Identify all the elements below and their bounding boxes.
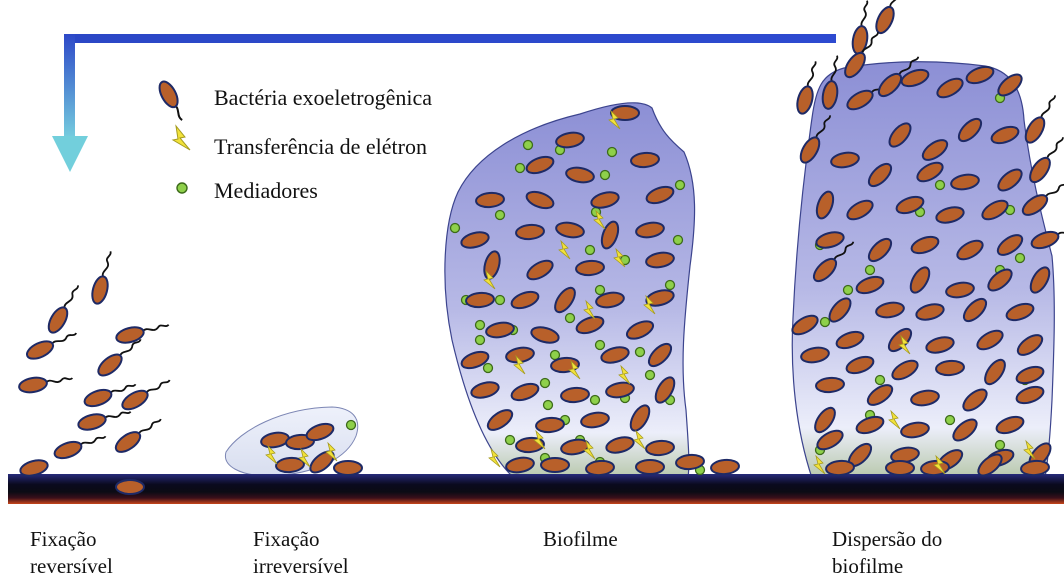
mediator <box>821 318 830 327</box>
bacterium <box>52 430 108 462</box>
legend-bacteria-label: Bactéria exoeletrogênica <box>214 85 432 111</box>
bacterium <box>636 460 664 474</box>
legend-electron-label: Transferência de elétron <box>214 134 427 160</box>
mediator <box>451 224 460 233</box>
mediator <box>524 141 533 150</box>
mediator <box>484 364 493 373</box>
mediator <box>496 211 505 220</box>
bacterium <box>1022 92 1061 146</box>
bacterium-icon <box>156 79 182 110</box>
bacterium <box>119 374 173 413</box>
mediator <box>601 171 610 180</box>
stage-label-line: reversível <box>30 553 113 580</box>
mediator <box>608 148 617 157</box>
mediator <box>566 314 575 323</box>
mediator <box>516 164 525 173</box>
bacterium <box>45 282 84 336</box>
mediator <box>544 401 553 410</box>
mediator <box>551 351 560 360</box>
mediator <box>476 336 485 345</box>
stage-label-line: Fixação <box>30 526 113 553</box>
mediator <box>946 416 955 425</box>
lightning-icon <box>173 126 190 150</box>
bacterium <box>541 458 569 472</box>
bacterium <box>851 0 874 55</box>
mediator-dot-icon <box>177 183 187 193</box>
stage-label-biofilm: Biofilme <box>543 526 618 553</box>
mediator <box>636 348 645 357</box>
bacterium <box>116 480 144 494</box>
bacterium <box>873 0 909 36</box>
electrode-substrate <box>8 474 1064 504</box>
mediator <box>596 286 605 295</box>
legend <box>156 79 190 193</box>
mediator <box>996 441 1005 450</box>
mediator <box>596 341 605 350</box>
mediator <box>541 379 550 388</box>
mediator <box>676 181 685 190</box>
legend-mediator-label: Mediadores <box>214 178 318 204</box>
stage-label-line: Biofilme <box>543 526 618 553</box>
bacterium <box>886 461 914 475</box>
bacterium <box>115 318 171 345</box>
mediator <box>844 286 853 295</box>
bacterium <box>18 371 74 394</box>
stage-label-line: biofilme <box>832 553 942 580</box>
bacterium <box>710 459 739 475</box>
mediator <box>496 296 505 305</box>
mediator <box>1016 254 1025 263</box>
stage-label-line: irreversível <box>253 553 349 580</box>
mediator <box>666 281 675 290</box>
stage-label-dispersal: Dispersão do biofilme <box>832 526 942 580</box>
mediator <box>347 421 356 430</box>
mediator <box>866 266 875 275</box>
mediator <box>936 181 945 190</box>
stage-label-irreversible: Fixação irreversível <box>253 526 349 580</box>
mediator <box>476 321 485 330</box>
mediator <box>646 371 655 380</box>
mediator <box>586 246 595 255</box>
stage-label-reversible: Fixação reversível <box>30 526 113 580</box>
mediator <box>876 376 885 385</box>
bacterium <box>113 413 165 455</box>
mediator <box>674 236 683 245</box>
bacterium <box>334 461 362 475</box>
stage-label-line: Dispersão do <box>832 526 942 553</box>
mediator <box>591 396 600 405</box>
stage-label-line: Fixação <box>253 526 349 553</box>
bacterium <box>90 250 117 306</box>
mediator <box>506 436 515 445</box>
